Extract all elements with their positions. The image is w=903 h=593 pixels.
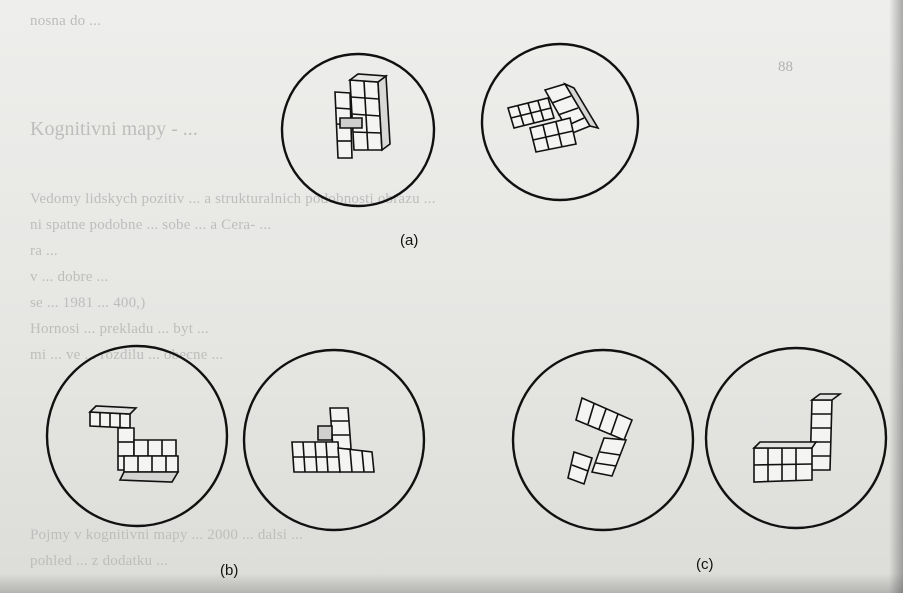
caption-c: (c) (696, 556, 714, 573)
page-bottom-shadow (0, 573, 903, 593)
panel-circle-b1 (47, 346, 227, 526)
cube-stack-a2 (508, 84, 598, 152)
cube-stack-c2 (754, 394, 840, 482)
cube-stack-b1 (90, 406, 178, 482)
page-edge-shadow (889, 0, 903, 593)
cube-stack-b2 (292, 408, 374, 472)
panel-circle-c2 (706, 348, 886, 528)
caption-a: (a) (400, 232, 418, 249)
cube-stack-a1 (335, 74, 390, 158)
cube-stack-c1 (568, 398, 632, 484)
